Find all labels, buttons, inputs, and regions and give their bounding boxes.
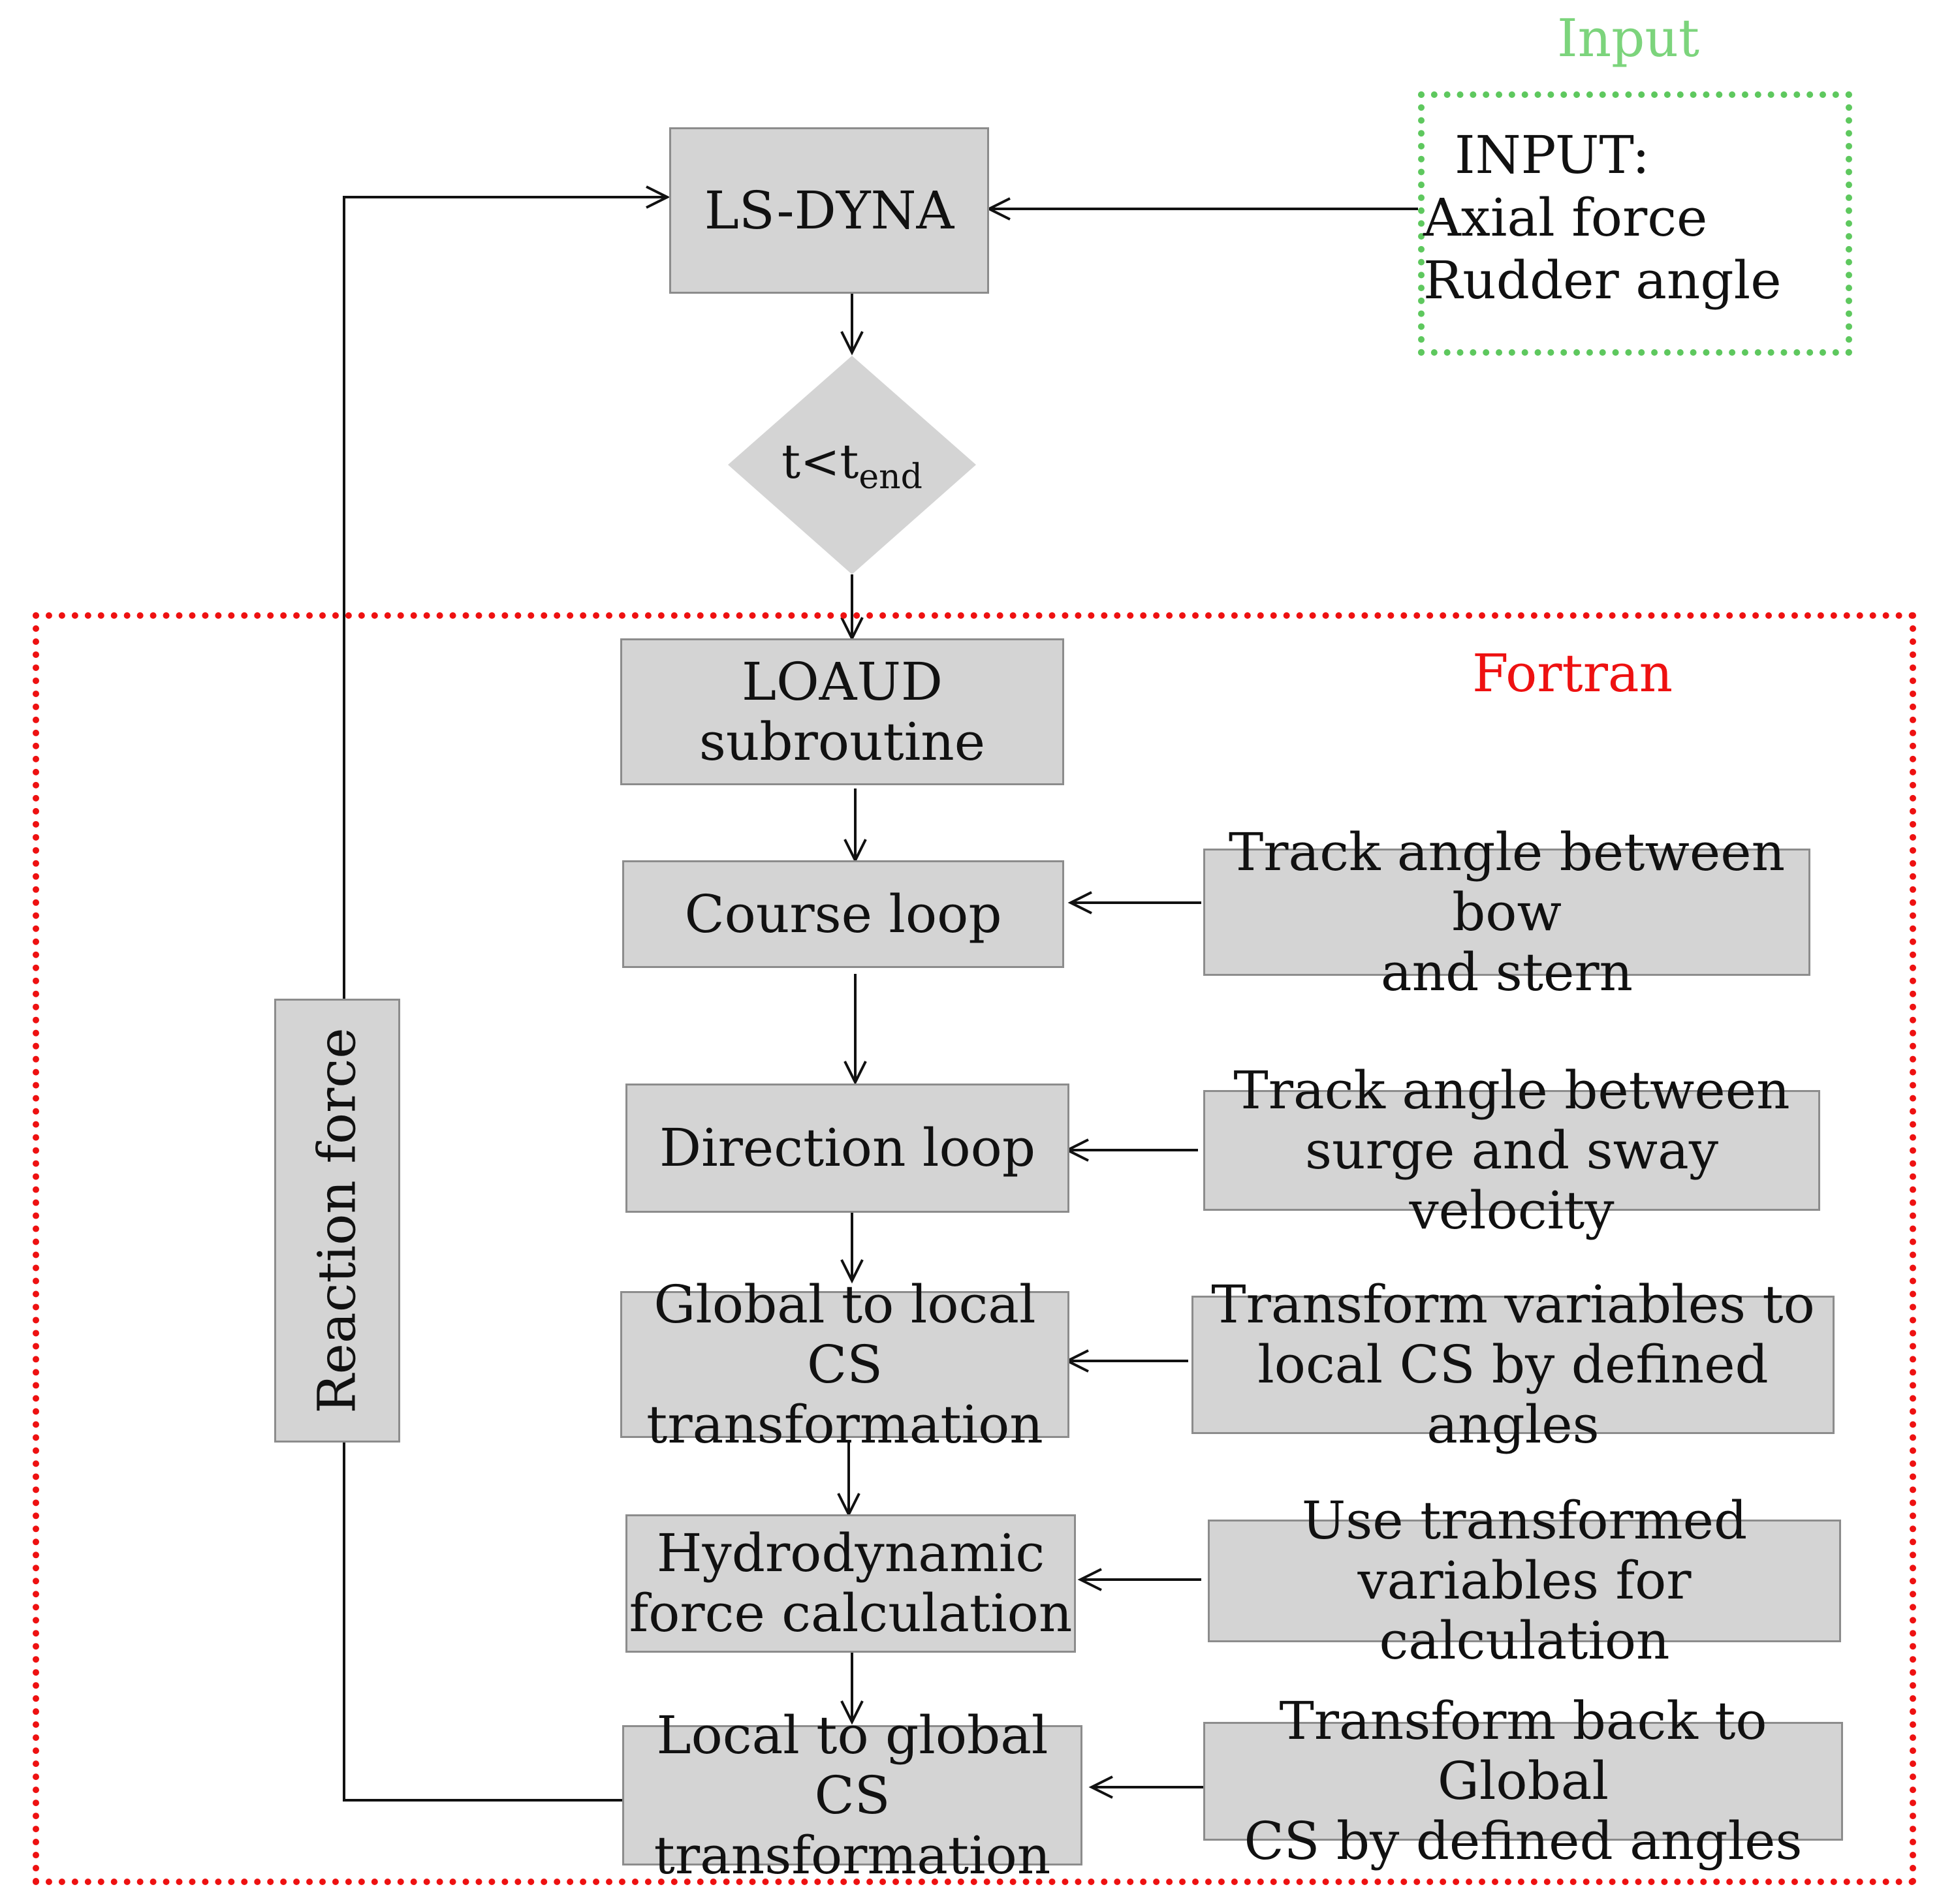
loaud-label-line2: subroutine <box>699 711 986 772</box>
condition-base: t<t <box>781 433 859 489</box>
course-loop-box: Course loop <box>622 860 1064 968</box>
lsdyna-label: LS-DYNA <box>704 179 954 241</box>
global-to-local-line1: Global to local CS <box>654 1273 1036 1395</box>
condition-label: t<tend <box>728 356 976 574</box>
note-hydro: Use transformed variables for calculatio… <box>1208 1491 1841 1671</box>
input-item-axial-force: Axial force <box>1423 187 1708 248</box>
note-hydro-line1: Use transformed <box>1301 1490 1748 1551</box>
input-item-rudder-angle: Rudder angle <box>1423 250 1782 311</box>
note-global-to-local: Transform variables to local CS by defin… <box>1191 1275 1835 1455</box>
note-direction-line1: Track angle between <box>1233 1059 1790 1121</box>
note-course-line1: Track angle between bow <box>1228 821 1786 943</box>
hydro-force-line2: force calculation <box>629 1583 1073 1644</box>
lsdyna-box: LS-DYNA <box>669 127 989 294</box>
fortran-frame <box>33 612 1916 1885</box>
input-list: INPUT: Axial force Rudder angle <box>1423 124 1782 312</box>
local-to-global-line2: transformation <box>654 1824 1051 1886</box>
reaction-force-label: Reaction force <box>306 1027 368 1414</box>
global-to-local-box: Global to local CS transformation <box>620 1274 1069 1454</box>
local-to-global-line1: Local to global CS <box>656 1704 1048 1826</box>
direction-loop-box: Direction loop <box>625 1084 1069 1213</box>
note-global-to-local-line2: local CS by defined angles <box>1257 1334 1769 1455</box>
hydro-force-box: Hydrodynamic force calculation <box>625 1514 1076 1653</box>
condition-subscript: end <box>859 457 922 497</box>
hydro-force-line1: Hydrodynamic <box>656 1523 1045 1584</box>
note-direction-line2: surge and sway velocity <box>1304 1119 1719 1241</box>
note-global-to-local-line1: Transform variables to <box>1211 1274 1815 1335</box>
loaud-label-line1: LOAUD <box>741 651 943 712</box>
note-local-to-global: Transform back to Global CS by defined a… <box>1203 1691 1843 1871</box>
reaction-force-box: Reaction force <box>274 999 400 1443</box>
note-local-to-global-line1: Transform back to Global <box>1279 1691 1767 1811</box>
course-loop-label: Course loop <box>684 883 1002 944</box>
feedback-line-top <box>343 185 670 999</box>
local-to-global-box: Local to global CS transformation <box>622 1705 1082 1885</box>
direction-loop-label: Direction loop <box>659 1117 1036 1178</box>
input-frame <box>1418 91 1852 356</box>
note-direction: Track angle between surge and sway veloc… <box>1203 1060 1820 1240</box>
loaud-box: LOAUD subroutine <box>620 638 1064 785</box>
input-heading: INPUT: <box>1455 125 1650 185</box>
note-course-line2: and stern <box>1380 941 1633 1003</box>
fortran-title: Fortran <box>1472 643 1673 704</box>
note-hydro-line2: variables for calculation <box>1357 1550 1692 1671</box>
input-title: Input <box>1557 8 1700 69</box>
feedback-line-bottom <box>343 1443 633 1802</box>
decision-diamond <box>728 356 976 574</box>
note-local-to-global-line2: CS by defined angles <box>1244 1811 1803 1871</box>
global-to-local-line2: transformation <box>646 1394 1043 1455</box>
note-course: Track angle between bow and stern <box>1203 822 1810 1002</box>
